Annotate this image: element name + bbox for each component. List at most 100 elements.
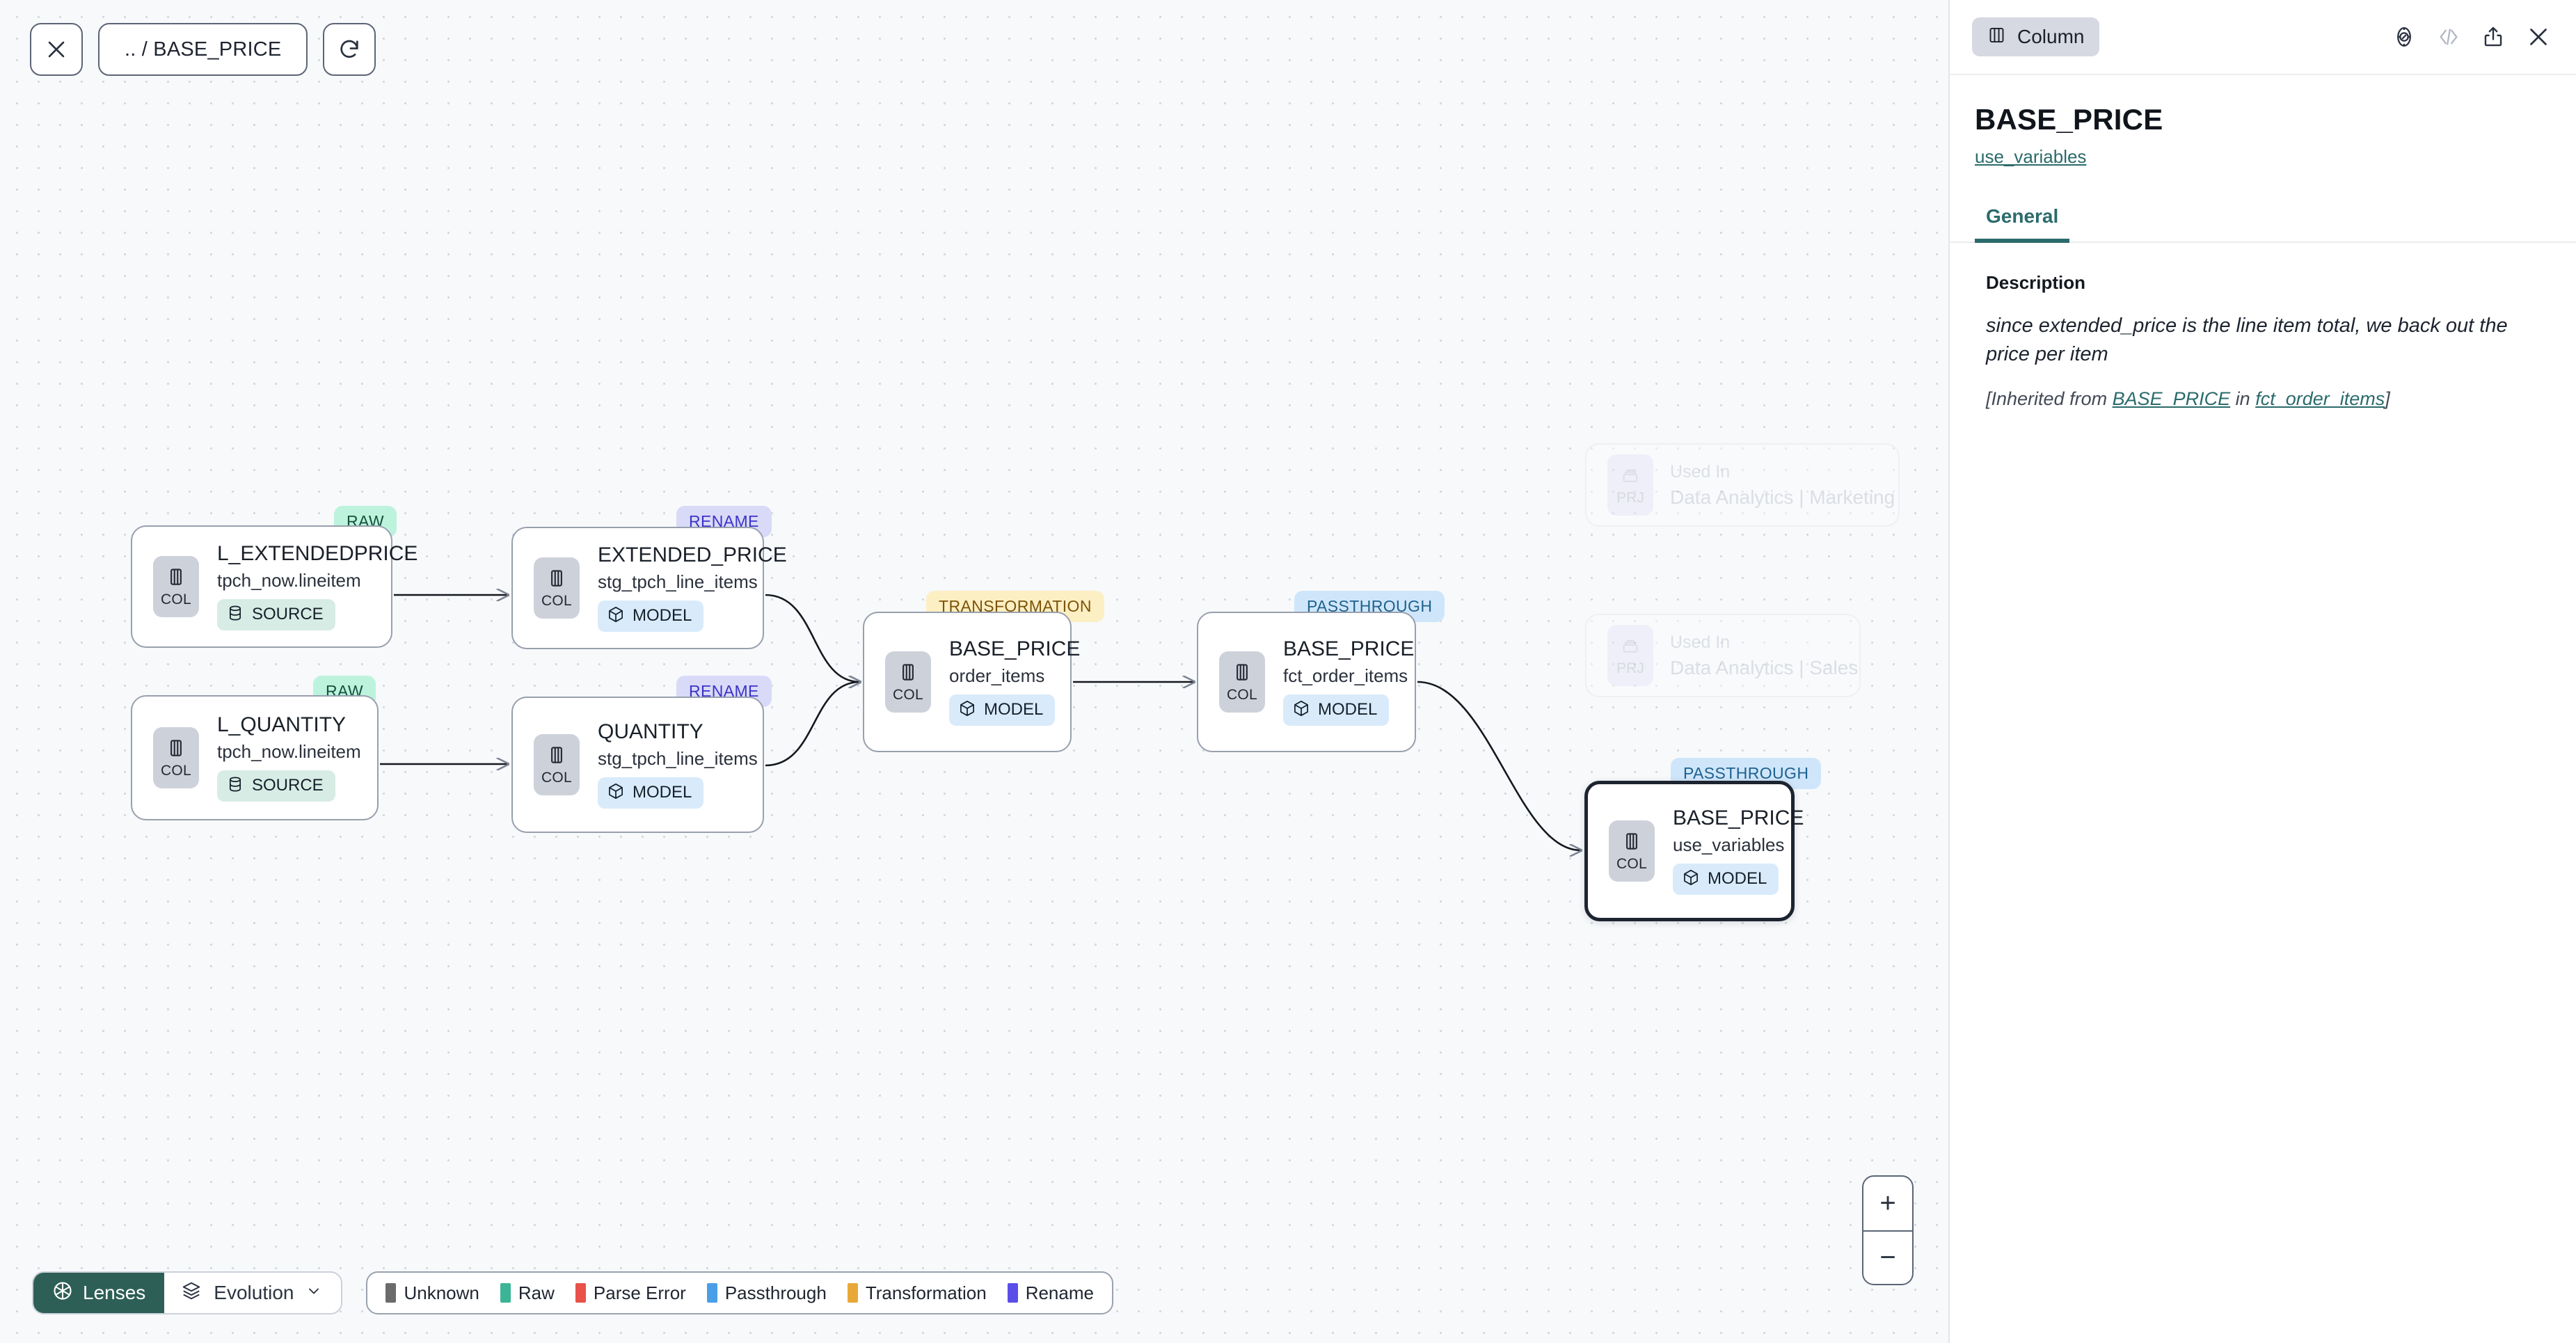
edge-4 xyxy=(765,682,860,767)
edge-6 xyxy=(1417,681,1581,850)
refresh-button[interactable] xyxy=(323,23,376,76)
legend-item[interactable]: Parse Error xyxy=(575,1282,686,1304)
node-kind-badge: MODEL xyxy=(949,694,1056,726)
col-chip-label: COL xyxy=(541,593,573,609)
col-chip: COL xyxy=(534,557,580,619)
node-title: EXTENDED_PRICE xyxy=(598,543,787,567)
close-button[interactable] xyxy=(30,23,83,76)
prj-chip-label: PRJ xyxy=(1616,490,1644,506)
column-icon xyxy=(166,566,186,591)
legend-swatch-icon xyxy=(847,1283,858,1303)
share-icon[interactable] xyxy=(2481,25,2505,49)
legend-item[interactable]: Rename xyxy=(1007,1282,1094,1304)
node-subtitle: use_variables xyxy=(1673,834,1785,855)
details-panel-header: Column xyxy=(1950,0,2576,75)
code-icon[interactable] xyxy=(2437,25,2460,49)
layers-icon xyxy=(181,1280,202,1306)
close-icon xyxy=(45,38,68,61)
node-title: L_EXTENDEDPRICE xyxy=(217,542,418,566)
legend-item[interactable]: Raw xyxy=(500,1282,555,1304)
inherited-model-link[interactable]: fct_order_items xyxy=(2255,388,2385,410)
details-panel-tabs: General xyxy=(1950,205,2576,243)
project-icon xyxy=(1620,635,1641,660)
chevron-down-icon xyxy=(305,1282,322,1304)
legend-item[interactable]: Unknown xyxy=(385,1282,479,1304)
parent-model-link[interactable]: use_variables xyxy=(1975,146,2087,167)
used-in-name: Data Analytics | Sales xyxy=(1670,656,1859,678)
column-icon xyxy=(166,738,186,762)
compass-icon[interactable] xyxy=(2392,25,2416,49)
cube-icon xyxy=(607,605,625,627)
node-subtitle: stg_tpch_line_items xyxy=(598,571,758,592)
node-subtitle: tpch_now.lineitem xyxy=(217,569,361,591)
entity-type-badge: Column xyxy=(1972,17,2100,56)
col-chip: COL xyxy=(153,556,199,617)
node-title: BASE_PRICE xyxy=(949,637,1081,661)
legend-item[interactable]: Transformation xyxy=(847,1282,987,1304)
inherited-suffix: ] xyxy=(2385,388,2390,410)
column-icon xyxy=(1232,662,1253,686)
column-icon xyxy=(1621,831,1642,855)
legend-label: Raw xyxy=(518,1282,555,1303)
inherited-note: [Inherited from BASE_PRICE in fct_order_… xyxy=(1986,388,2551,410)
prj-chip: PRJ xyxy=(1607,625,1653,686)
legend-label: Unknown xyxy=(404,1282,479,1303)
used-in-name: Data Analytics | Marketing xyxy=(1670,486,1895,508)
cube-icon xyxy=(607,782,625,804)
panel-close-icon[interactable] xyxy=(2526,24,2551,49)
col-chip: COL xyxy=(153,727,199,788)
panel-header-actions xyxy=(2392,24,2551,49)
node-kind-badge: MODEL xyxy=(598,777,704,809)
tab-general[interactable]: General xyxy=(1975,205,2070,243)
node-subtitle: fct_order_items xyxy=(1283,665,1408,686)
tab-general-label: General xyxy=(1986,205,2059,227)
column-icon xyxy=(898,662,919,686)
legend-swatch-icon xyxy=(385,1283,397,1303)
node-subtitle: tpch_now.lineitem xyxy=(217,740,361,762)
legend-swatch-icon xyxy=(706,1283,717,1303)
node-kind-label: SOURCE xyxy=(252,605,324,624)
used-in-card[interactable]: PRJ Used In Data Analytics | Sales xyxy=(1585,614,1861,697)
lenses-label: Lenses xyxy=(83,1282,146,1303)
prj-chip-label: PRJ xyxy=(1616,660,1644,676)
page-title: BASE_PRICE xyxy=(1975,103,2163,136)
inherited-column-link[interactable]: BASE_PRICE xyxy=(2112,388,2231,410)
zoom-out-button[interactable]: − xyxy=(1863,1230,1912,1284)
zoom-in-button[interactable]: + xyxy=(1863,1177,1912,1230)
minus-icon: − xyxy=(1879,1242,1896,1273)
node-kind-label: SOURCE xyxy=(252,776,324,795)
legend-item[interactable]: Passthrough xyxy=(706,1282,827,1304)
canvas-bottom-toolbar: Lenses Evolution xyxy=(32,1271,1113,1314)
legend-swatch-icon xyxy=(575,1283,586,1303)
details-panel: Column xyxy=(1948,0,2576,1343)
col-chip-label: COL xyxy=(160,763,192,779)
used-in-kicker: Used In xyxy=(1670,632,1731,652)
node-title: L_QUANTITY xyxy=(217,713,347,737)
node-title: BASE_PRICE xyxy=(1283,637,1415,661)
node-kind-label: MODEL xyxy=(1708,869,1767,889)
node-kind-label: MODEL xyxy=(633,606,692,626)
database-icon xyxy=(226,775,244,797)
details-panel-title-area: BASE_PRICE use_variables xyxy=(1950,75,2576,168)
lenses-button[interactable]: Lenses xyxy=(33,1273,165,1313)
node-kind-label: MODEL xyxy=(633,783,692,802)
plus-icon: + xyxy=(1879,1188,1896,1218)
node-kind-badge: MODEL xyxy=(1673,863,1779,895)
node-kind-badge: SOURCE xyxy=(217,598,335,630)
legend-label: Parse Error xyxy=(593,1282,686,1303)
evolution-dropdown[interactable]: Evolution xyxy=(164,1273,341,1313)
breadcrumb[interactable]: .. / BASE_PRICE xyxy=(98,23,308,76)
prj-chip: PRJ xyxy=(1607,454,1653,516)
legend-swatch-icon xyxy=(500,1283,511,1303)
column-icon xyxy=(546,745,567,769)
